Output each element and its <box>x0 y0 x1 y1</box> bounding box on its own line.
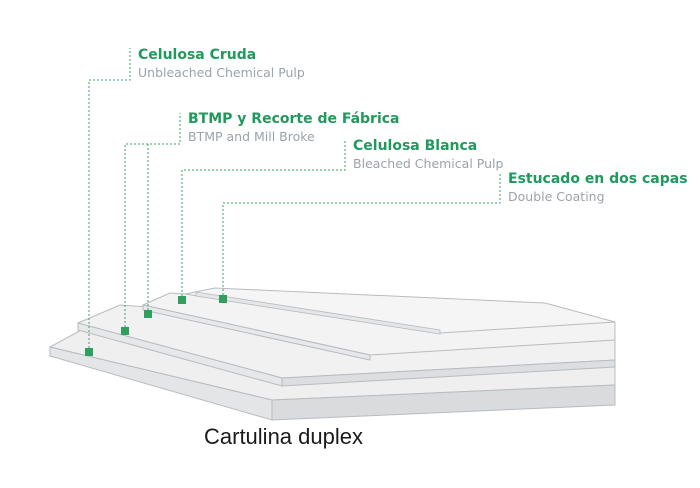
leader-line-celulosa-blanca <box>181 140 346 300</box>
leader-line-celulosa-cruda <box>88 48 131 352</box>
leader-line-btmp-outer <box>124 113 181 331</box>
label-celulosa-blanca-en: Bleached Chemical Pulp <box>353 156 504 172</box>
label-estucado: Estucado en dos capas Double Coating <box>508 171 688 204</box>
marker-estucado <box>219 295 227 303</box>
label-estucado-en: Double Coating <box>508 189 605 205</box>
label-btmp-es: BTMP y Recorte de Fábrica <box>188 111 400 127</box>
diagram-caption: Cartulina duplex <box>204 424 363 449</box>
layer-double-coating <box>184 287 616 335</box>
leader-lines <box>88 48 501 352</box>
marker-celulosa-cruda <box>85 348 93 356</box>
label-celulosa-blanca-es: Celulosa Blanca <box>353 138 478 154</box>
label-celulosa-cruda-en: Unbleached Chemical Pulp <box>138 65 305 81</box>
marker-btmp-outer <box>121 327 129 335</box>
leader-line-estucado <box>222 173 501 299</box>
label-celulosa-cruda-es: Celulosa Cruda <box>138 47 257 63</box>
layer-markers <box>85 295 227 356</box>
label-celulosa-cruda: Celulosa Cruda Unbleached Chemical Pulp <box>138 47 305 80</box>
label-btmp: BTMP y Recorte de Fábrica BTMP and Mill … <box>188 111 400 144</box>
label-estucado-es: Estucado en dos capas <box>508 171 688 187</box>
marker-btmp-inner <box>144 310 152 318</box>
label-celulosa-blanca: Celulosa Blanca Bleached Chemical Pulp <box>353 138 503 171</box>
marker-celulosa-blanca <box>178 296 186 304</box>
label-btmp-en: BTMP and Mill Broke <box>188 129 315 145</box>
